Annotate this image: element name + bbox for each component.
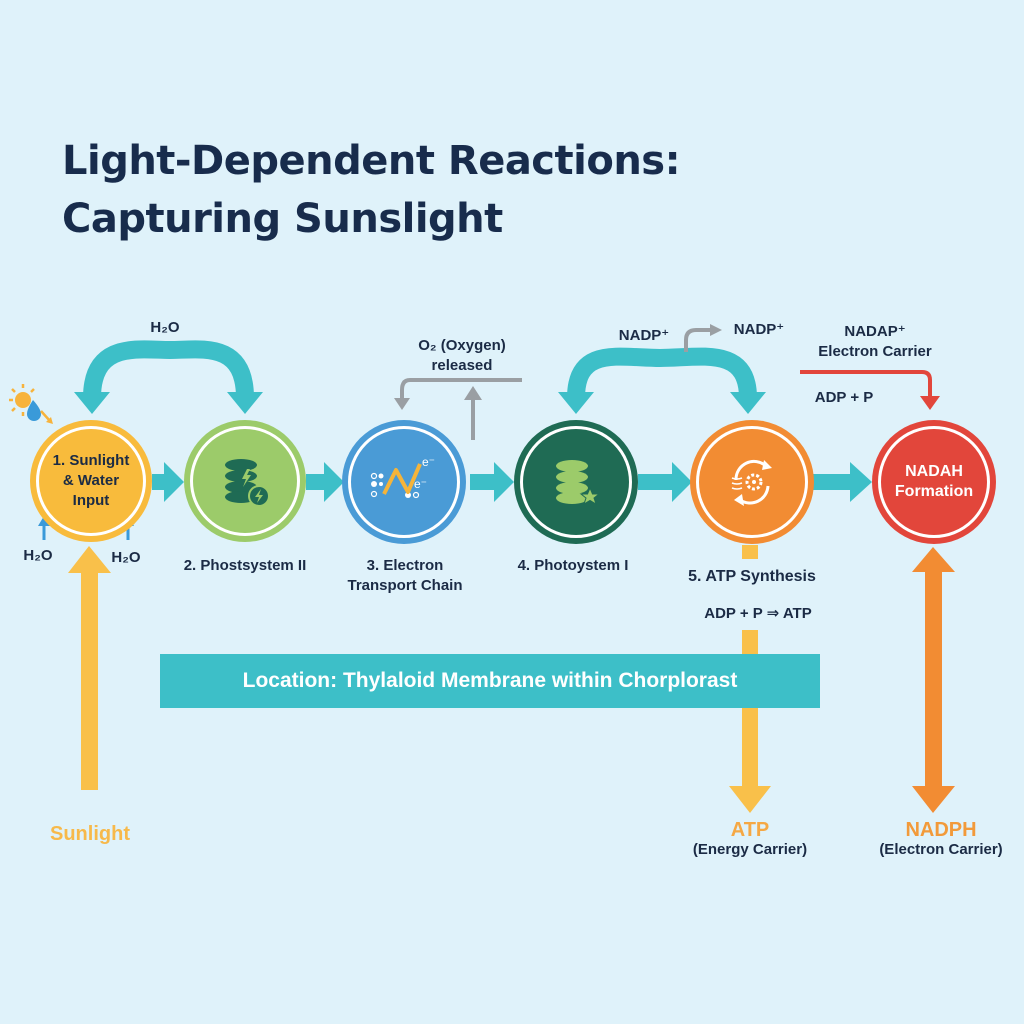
electron-chain-icon: e⁻ e⁻ [370,455,435,499]
electron-label-1: e⁻ [422,455,435,469]
atp-equation: ADP + P ⇒ ATP [704,605,812,622]
oxygen-release-arrows [394,378,522,440]
sunlight-label: Sunlight [50,823,130,845]
gear-cycle-icon [731,459,772,506]
step-1-sunlight-water-input[interactable]: 1. Sunlight & Water Input [30,420,152,542]
nadp-left-label: NADP⁺ [618,327,670,344]
atp-output-title: ATP [730,819,770,841]
flow-arrow-3-4 [470,462,514,502]
nadap-arrow [800,370,940,410]
nadph-output-arrow [912,547,955,813]
h2o-right-label: H₂O [111,549,141,566]
diagram-title: Light-Dependent Reactions: Capturing Sun… [62,132,681,248]
circle-ring [520,426,632,538]
oxygen-line-2: released [431,357,493,374]
step-5-atp-synthesis[interactable] [690,420,814,544]
h2o-left-label: H₂O [23,547,53,564]
circle-ring [36,426,146,536]
step-2-label: 2. Phostsystem II [183,557,307,574]
circle-ring [696,426,808,538]
electron-label-2: e⁻ [414,477,427,491]
step-1-text: 1. Sunlight & Water Input [53,451,130,511]
title-line-2: Capturing Sunslight [62,196,503,242]
step-3-label-line-1: 3. Electron [366,557,444,574]
nadph-output-subtitle: (Electron Carrier) [879,841,1003,858]
step-2-photosystem-ii[interactable] [184,420,306,542]
h2o-top-label: H₂O [150,319,180,336]
atp-output: ATP (Energy Carrier) [680,820,820,860]
atp-output-subtitle: (Energy Carrier) [692,841,808,858]
step-6-line-1: NADAH [905,463,963,480]
nadp-cycle-arrow [558,347,766,414]
stack-lightning-icon [225,459,270,507]
flow-arrow-4-5 [638,462,692,502]
nadap-electron-carrier-label: NADAP⁺ Electron Carrier [800,322,950,362]
sunlight-arrow [68,546,111,790]
flow-arrow-1-2 [152,462,184,502]
nadph-output-title: NADPH [905,819,977,841]
circle-ring [878,426,990,538]
step-6-text: NADAH Formation [895,462,973,502]
adp-p-label: ADP + P [814,389,874,406]
step-5-label: 5. ATP Synthesis [688,568,816,585]
step-3-label-line-2: Transport Chain [347,577,463,594]
step-6-line-2: Formation [894,483,974,500]
step-3-label: 3. Electron Transport Chain [330,556,480,596]
title-line-1: Light-Dependent Reactions: [62,138,681,184]
oxygen-line-1: O₂ (Oxygen) [418,337,506,354]
flow-arrow-5-6 [812,462,872,502]
step-4-photosystem-i[interactable] [514,420,638,544]
h2o-cycle-arrow [74,340,263,414]
step-1-line-3: Input [72,492,110,509]
flow-arrow-2-3 [306,462,344,502]
nadp-right-label: NADP⁺ [733,321,785,338]
location-banner: Location: Thylaloid Membrane within Chor… [160,654,820,708]
stack-star-icon [556,460,601,506]
circle-ring [348,426,460,538]
circle-ring [190,426,300,536]
nadp-branch-arrow [684,324,722,352]
nadap-line-2: Electron Carrier [818,343,932,360]
step-1-line-1: 1. Sunlight [52,452,130,469]
nadap-line-1: NADAP⁺ [844,323,906,340]
oxygen-released-label: O₂ (Oxygen) released [400,336,524,376]
step-3-electron-transport-chain[interactable]: e⁻ e⁻ [342,420,466,544]
sun-water-icon [9,384,53,424]
nadph-output: NADPH (Electron Carrier) [866,820,1016,860]
step-6-nadah-formation[interactable]: NADAH Formation [872,420,996,544]
step-4-label: 4. Photoystem I [517,557,629,574]
step-1-line-2: & Water [62,472,120,489]
